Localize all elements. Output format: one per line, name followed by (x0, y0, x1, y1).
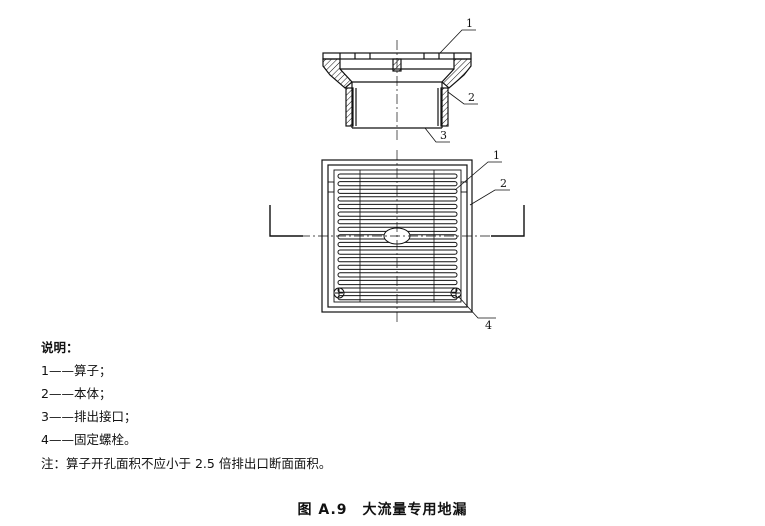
grate-slot (337, 173, 458, 179)
fixing-bolt-left (333, 287, 345, 299)
grate-slot (337, 249, 458, 255)
grate-slot (337, 279, 458, 286)
grate-slot (337, 272, 458, 278)
grate-slot (337, 219, 458, 225)
grate-slot (337, 295, 458, 301)
grate-slot (337, 257, 458, 263)
body-flange-right (441, 58, 472, 89)
callout-plan-4: 4 (485, 319, 492, 332)
leader-plan-4 (457, 295, 496, 319)
legend-item-3: 3——排出接口； (41, 409, 137, 424)
leader-side-3 (424, 127, 450, 143)
callout-side-1: 1 (466, 17, 473, 30)
outlet-thread-right (440, 87, 449, 127)
grate-slot (337, 203, 458, 210)
legend-item-1: 1——算子； (41, 363, 112, 378)
callout-side-3: 3 (440, 129, 447, 142)
callout-plan-1: 1 (493, 149, 500, 162)
side-section-view (322, 29, 478, 143)
grate-slot (337, 196, 458, 202)
fixing-bolt-right (450, 287, 462, 299)
grate-center-pin (392, 58, 402, 72)
callout-plan-2: 2 (500, 177, 507, 190)
leader-plan-1 (454, 161, 502, 191)
leader-plan-2 (469, 189, 510, 206)
legend-item-4: 4——固定螺栓。 (41, 432, 137, 447)
legend-note: 注：算子开孔面积不应小于 2.5 倍排出口断面面积。 (41, 456, 332, 471)
floor-drain-drawing: 1 2 3 1 2 4 (269, 17, 525, 332)
callout-side-2: 2 (468, 91, 475, 104)
section-mark-right (491, 205, 525, 237)
grate-slot (337, 264, 458, 270)
leader-side-1 (439, 29, 476, 54)
body-flange-left (322, 58, 353, 89)
grate-slot (337, 181, 458, 187)
leader-side-2 (447, 91, 478, 105)
legend-heading: 说明： (41, 340, 79, 355)
grate-slot (337, 188, 458, 194)
legend-item-2: 2——本体； (41, 386, 112, 401)
outlet-thread-left (345, 87, 354, 127)
plan-details (269, 150, 525, 322)
figure-caption: 图 A.9 大流量专用地漏 (297, 502, 468, 518)
grate-slot (337, 211, 458, 217)
section-mark-left (269, 205, 303, 237)
grate-slot (337, 287, 458, 293)
